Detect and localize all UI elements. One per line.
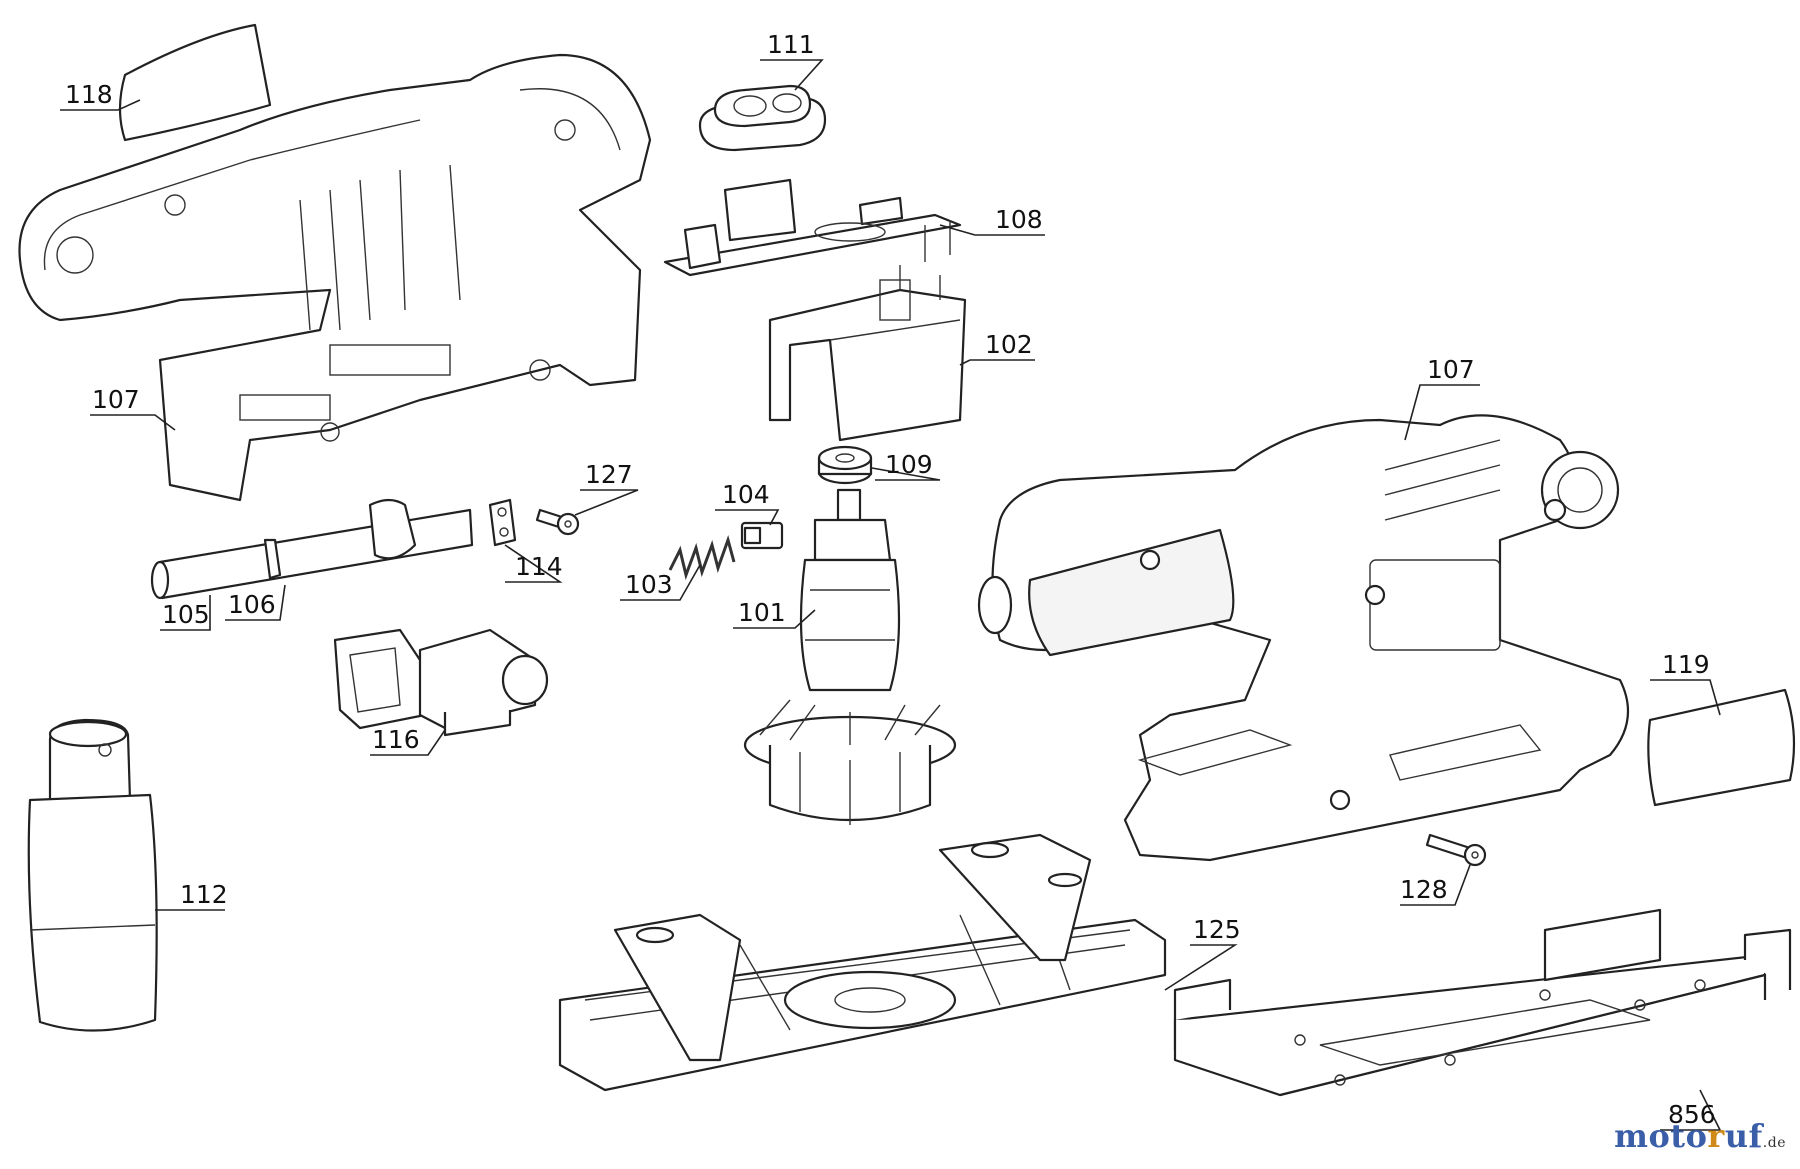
callout-119: 119 [1662, 650, 1710, 679]
callout-106: 106 [228, 590, 276, 619]
part-108-switch-board [663, 178, 962, 277]
callout-102: 102 [985, 330, 1033, 359]
part-104-carbon-brush [740, 521, 784, 550]
part-103-spring [668, 535, 736, 581]
part-856-base-plate [1173, 908, 1792, 1097]
part-119-label-sticker [1647, 688, 1796, 807]
part-112-dust-collector [27, 718, 158, 1032]
callout-128: 128 [1400, 875, 1448, 904]
callout-104: 104 [722, 480, 770, 509]
callout-127: 127 [585, 460, 633, 489]
watermark-brand-b: r [1707, 1117, 1725, 1155]
part-125-sanding-base [558, 833, 1167, 1092]
part-109-bearing [817, 445, 873, 485]
callout-108: 108 [995, 205, 1043, 234]
watermark-brand-c: uf [1724, 1117, 1763, 1155]
callout-101: 101 [738, 598, 786, 627]
callout-125: 125 [1193, 915, 1241, 944]
part-107-left-housing [18, 53, 652, 502]
callout-856: 856 [1668, 1100, 1716, 1129]
callout-114: 114 [515, 552, 563, 581]
part-127-screw [535, 508, 580, 536]
part-128-screw [1425, 833, 1487, 867]
part-102-brush-holder [768, 265, 967, 442]
watermark-logo: motoruf.de [1614, 1117, 1786, 1155]
callout-109: 109 [885, 450, 933, 479]
callout-107-left: 107 [92, 385, 140, 414]
callout-112: 112 [180, 880, 228, 909]
callout-118: 118 [65, 80, 113, 109]
callout-111: 111 [767, 30, 815, 59]
callout-107-right: 107 [1427, 355, 1475, 384]
part-116-dust-adapter [333, 628, 549, 737]
callout-105: 105 [162, 600, 210, 629]
part-107-sander-assembly [977, 414, 1630, 862]
callout-labels: 118 111 108 102 107 107 127 104 109 114 … [65, 30, 1716, 1129]
part-118-label-sticker [118, 23, 272, 142]
callout-103: 103 [625, 570, 673, 599]
part-111-switch-cap [698, 84, 827, 152]
part-105-106-shaft-sleeve [150, 498, 474, 600]
part-114-clamp [488, 498, 517, 547]
watermark-brand-a: moto [1614, 1117, 1708, 1155]
watermark-tld: .de [1762, 1135, 1786, 1151]
callout-116: 116 [372, 725, 420, 754]
leader-lines [60, 59, 1722, 1131]
part-101-armature [743, 488, 957, 825]
